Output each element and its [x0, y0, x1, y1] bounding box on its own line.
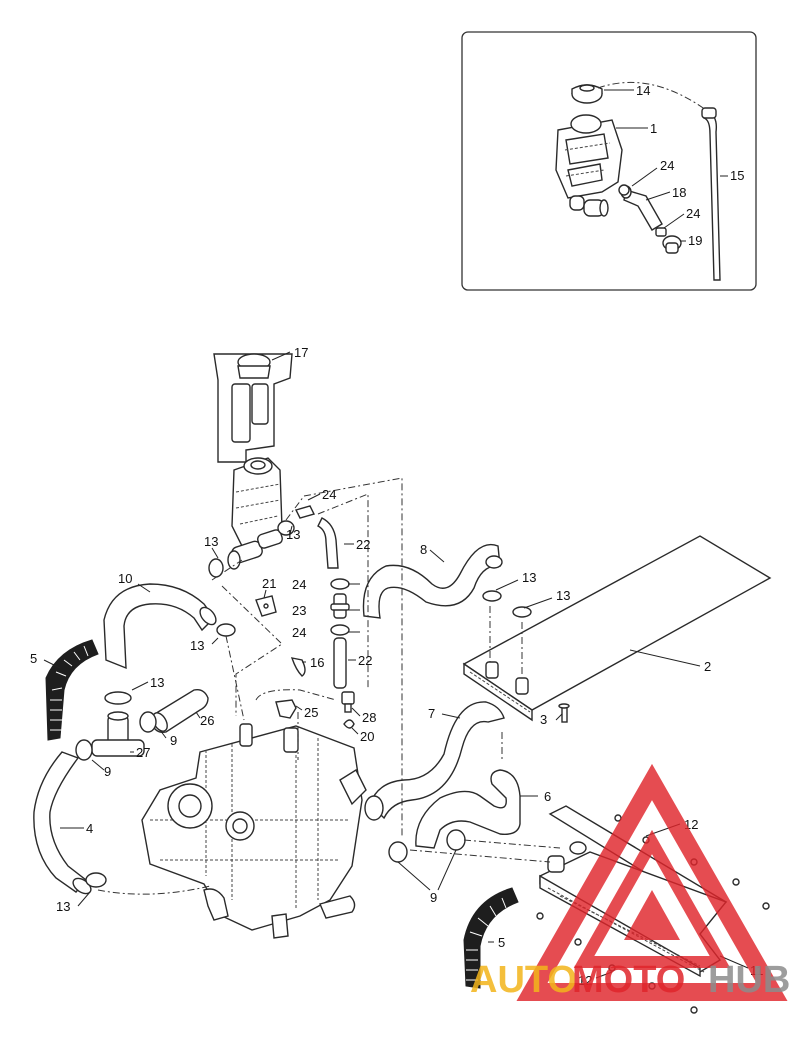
callout-22-a: 22 — [356, 537, 370, 552]
clamp-13-hose-8 — [482, 590, 502, 602]
corrugated-hose-5-left — [45, 639, 99, 741]
reservoir-cap — [571, 84, 603, 104]
hose-22-upper — [317, 517, 339, 569]
callout-9-c: 9 — [430, 890, 437, 905]
engine-block — [141, 723, 367, 939]
callout-6: 6 — [544, 789, 551, 804]
corrugated-hose-5-right — [463, 887, 519, 989]
callout-14: 14 — [636, 83, 650, 98]
hose-22-lower — [333, 637, 347, 689]
hose-10 — [103, 583, 217, 670]
callout-24-inset-a: 24 — [660, 158, 674, 173]
clamp-13-tee — [104, 691, 132, 705]
clamp-13-hose-4 — [85, 872, 107, 888]
callout-13-g: 13 — [56, 899, 70, 914]
callout-24-d: 24 — [292, 577, 306, 592]
inset-clamp-top — [618, 184, 630, 196]
callout-21: 21 — [262, 576, 276, 591]
fitting-23 — [330, 593, 350, 619]
callout-13-d: 13 — [556, 588, 570, 603]
callout-16: 16 — [310, 655, 324, 670]
callout-3: 3 — [540, 712, 547, 727]
hose-4 — [33, 751, 92, 895]
overflow-hose — [701, 107, 721, 281]
callouts: 14 1 24 15 18 24 19 17 24 22 13 13 8 13 … — [30, 83, 764, 988]
callout-5-left: 5 — [30, 651, 37, 666]
callout-24-c: 24 — [322, 487, 336, 502]
callout-27: 27 — [136, 745, 150, 760]
clamp-24-b — [330, 624, 350, 636]
watermark-hub: HUB — [708, 959, 790, 1001]
callout-26: 26 — [200, 713, 214, 728]
callout-13-f: 13 — [150, 675, 164, 690]
callout-23: 23 — [292, 603, 306, 618]
callout-4: 4 — [86, 821, 93, 836]
callout-13-a: 13 — [204, 534, 218, 549]
inset-clamp-bottom — [655, 227, 667, 237]
clamp-9-lower-right — [446, 829, 466, 851]
callout-2: 2 — [704, 659, 711, 674]
callout-13-c: 13 — [522, 570, 536, 585]
clamp-13-radiator — [512, 606, 532, 618]
support-bracket — [213, 353, 293, 463]
radiator-2 — [462, 535, 772, 722]
bolt-3 — [558, 703, 570, 723]
clamp-13-housing — [277, 520, 295, 536]
washer-20 — [343, 719, 355, 729]
callout-15: 15 — [730, 168, 744, 183]
callout-24-e: 24 — [292, 625, 306, 640]
callout-10: 10 — [118, 571, 132, 586]
hose-25 — [275, 699, 297, 719]
callout-24-inset-b: 24 — [686, 206, 700, 221]
callout-8: 8 — [420, 542, 427, 557]
clamp-9-tee-left — [75, 739, 93, 761]
clamp-24-a — [330, 578, 350, 590]
watermark-text: AUTO MOTO HUB — [470, 959, 790, 1001]
callout-7: 7 — [428, 706, 435, 721]
callout-5-right: 5 — [498, 935, 505, 950]
housing-outlet — [227, 529, 283, 570]
hose-6 — [415, 769, 521, 849]
callout-13-e: 13 — [190, 638, 204, 653]
callout-9-a: 9 — [170, 733, 177, 748]
watermark-moto: MOTO — [572, 959, 685, 1001]
callout-1: 1 — [650, 121, 657, 136]
bracket-21 — [255, 595, 277, 617]
callout-28: 28 — [362, 710, 376, 725]
fitting-19 — [662, 235, 682, 254]
callout-18: 18 — [672, 185, 686, 200]
callout-13-b: 13 — [286, 527, 300, 542]
clamp-13-hose-10 — [216, 623, 236, 637]
watermark-logo — [516, 763, 788, 1001]
hose-7 — [364, 701, 505, 821]
watermark-auto: AUTO — [470, 959, 577, 1001]
callout-22-b: 22 — [358, 653, 372, 668]
callout-19: 19 — [688, 233, 702, 248]
fitting-24-top — [294, 505, 316, 519]
inset-frame — [461, 31, 757, 291]
clip-16 — [290, 657, 306, 677]
clamp-9-lower-left — [388, 841, 408, 863]
hose-8 — [362, 543, 503, 619]
callout-9-b: 9 — [104, 764, 111, 779]
callout-25: 25 — [304, 705, 318, 720]
coolant-reservoir — [555, 114, 623, 217]
sensor-28 — [341, 691, 355, 713]
callout-20: 20 — [360, 729, 374, 744]
callout-17: 17 — [294, 345, 308, 360]
clamp-9-tee-right — [139, 711, 157, 733]
